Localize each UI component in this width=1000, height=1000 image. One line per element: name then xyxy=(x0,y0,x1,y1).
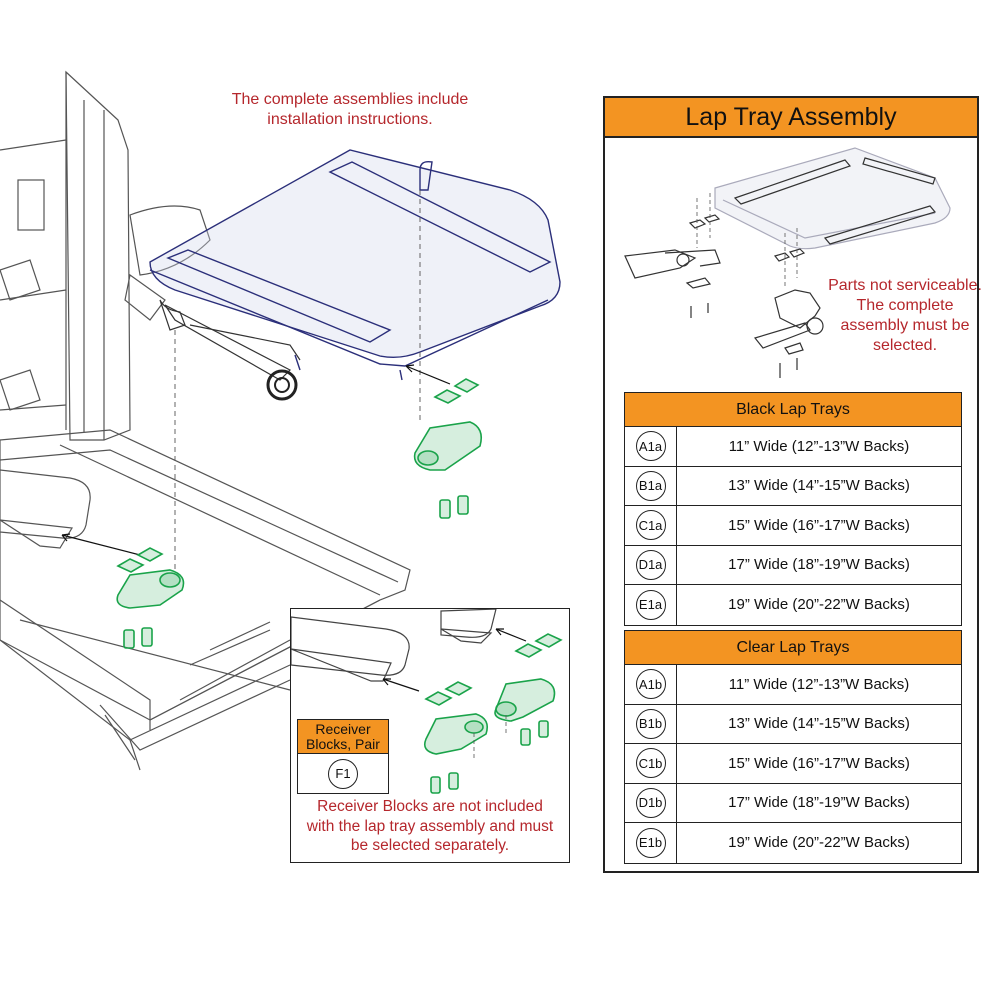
part-code: C1b xyxy=(635,748,666,779)
receiver-block-right xyxy=(413,378,483,519)
part-code: E1a xyxy=(635,589,666,620)
part-description: 15” Wide (16”-17”W Backs) xyxy=(728,754,910,772)
part-description: 13” Wide (14”-15”W Backs) xyxy=(728,477,910,495)
receiver-block-left xyxy=(116,547,185,649)
receiver-blocks-table: Receiver Blocks, Pair F1 xyxy=(297,719,389,794)
receiver-blocks-inset: Receiver Blocks, Pair F1 Receiver Blocks… xyxy=(290,608,570,863)
part-code: C1a xyxy=(635,510,666,541)
top-note: The complete assemblies include installa… xyxy=(200,90,500,130)
part-code: B1b xyxy=(635,708,666,739)
receiver-title-line: Receiver xyxy=(315,721,371,737)
receiver-note: Receiver Blocks are not included with th… xyxy=(291,797,569,856)
inset-drawing xyxy=(291,609,563,794)
table-row: D1b 17” Wide (18”-19”W Backs) xyxy=(625,783,961,823)
part-description: 11” Wide (12”-13”W Backs) xyxy=(728,437,910,455)
part-code: D1b xyxy=(635,787,666,818)
part-code: A1a xyxy=(635,431,666,462)
part-description: 19” Wide (20”-22”W Backs) xyxy=(728,834,910,852)
panel-note-line: The complete xyxy=(856,297,954,314)
armrest-left xyxy=(0,469,91,539)
receiver-note-line: Receiver Blocks are not included xyxy=(317,798,543,815)
receiver-title: Receiver Blocks, Pair xyxy=(298,720,388,754)
table-row: A1a 11” Wide (12”-13”W Backs) xyxy=(625,427,961,467)
receiver-note-line: be selected separately. xyxy=(350,837,510,854)
part-description: 19” Wide (20”-22”W Backs) xyxy=(728,596,910,614)
back-frame-inner xyxy=(65,72,105,440)
table-row: C1b 15” Wide (16”-17”W Backs) xyxy=(625,744,961,784)
part-code: D1a xyxy=(635,549,666,580)
top-note-line: installation instructions. xyxy=(267,111,433,128)
part-code: F1 xyxy=(328,758,358,789)
clear-lap-trays-table: Clear Lap Trays A1b 11” Wide (12”-13”W B… xyxy=(624,630,962,864)
panel-tray-drawing xyxy=(624,147,951,378)
panel-title: Lap Tray Assembly xyxy=(605,98,977,138)
seat-pan xyxy=(0,429,411,721)
part-description: 11” Wide (12”-13”W Backs) xyxy=(728,675,910,693)
back-frame xyxy=(65,70,131,441)
panel-note-line: selected. xyxy=(872,337,938,354)
receiver-note-line: with the lap tray assembly and must xyxy=(306,817,554,835)
panel-note: Parts not serviceable. The complete asse… xyxy=(810,276,1000,356)
table-row: B1b 13” Wide (14”-15”W Backs) xyxy=(625,704,961,744)
table-row: E1a 19” Wide (20”-22”W Backs) xyxy=(625,585,961,625)
part-description: 17” Wide (18”-19”W Backs) xyxy=(728,794,910,812)
panel-note-line: assembly must be xyxy=(840,317,970,334)
lap-tray xyxy=(149,149,561,381)
top-note-line: The complete assemblies include xyxy=(231,91,469,108)
part-description: 13” Wide (14”-15”W Backs) xyxy=(728,715,910,733)
lap-tray-assembly-panel: Lap Tray Assembly Parts not s xyxy=(603,96,982,873)
table-row: B1a 13” Wide (14”-15”W Backs) xyxy=(625,466,961,506)
part-code: E1b xyxy=(635,827,666,858)
black-lap-trays-table: Black Lap Trays A1a 11” Wide (12”-13”W B… xyxy=(624,392,962,626)
panel-note-line: Parts not serviceable. xyxy=(828,277,982,294)
group-title: Clear Lap Trays xyxy=(625,631,961,665)
part-description: 17” Wide (18”-19”W Backs) xyxy=(728,556,910,574)
group-title: Black Lap Trays xyxy=(625,393,961,427)
part-code: B1a xyxy=(635,470,666,501)
part-description: 15” Wide (16”-17”W Backs) xyxy=(728,516,910,534)
table-row: D1a 17” Wide (18”-19”W Backs) xyxy=(625,545,961,585)
table-row: A1b 11” Wide (12”-13”W Backs) xyxy=(625,665,961,705)
part-code: A1b xyxy=(635,669,666,700)
receiver-title-line: Blocks, Pair xyxy=(306,736,380,752)
table-row: C1a 15” Wide (16”-17”W Backs) xyxy=(625,506,961,546)
table-row: E1b 19” Wide (20”-22”W Backs) xyxy=(625,823,961,863)
